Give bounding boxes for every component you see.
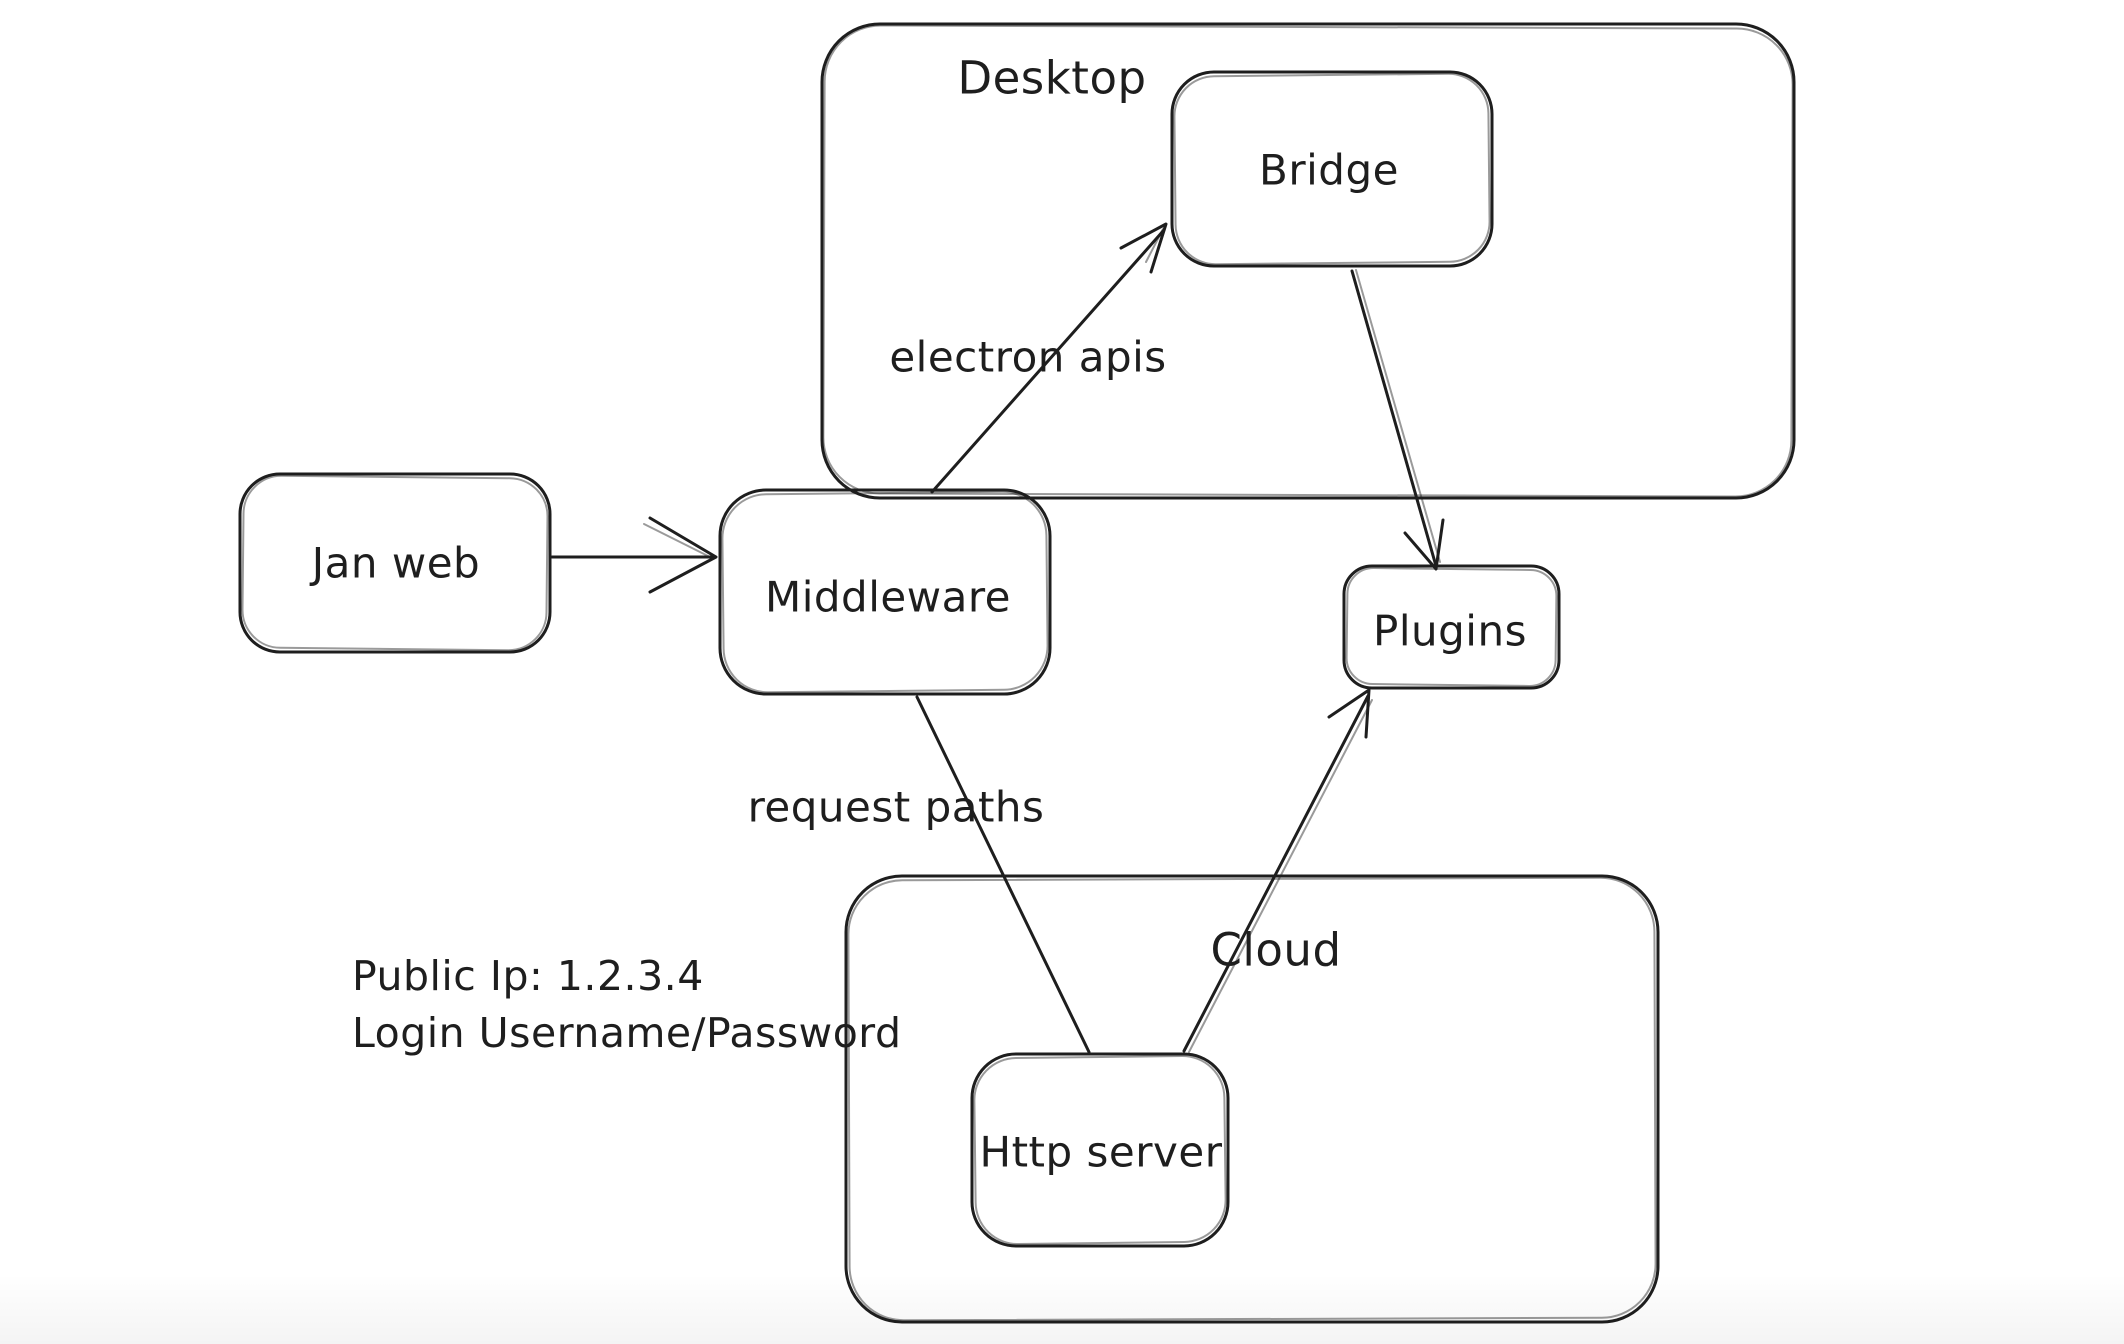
jan-web-outline-sketch [241, 474, 549, 652]
edge-janweb-to-middleware-arrowhead [648, 516, 718, 594]
http-server-outline-sketch [973, 1054, 1227, 1246]
http-server-node-box[interactable] [970, 1052, 1230, 1248]
bridge-node-box[interactable] [1170, 70, 1494, 268]
plugins-node-box[interactable] [1342, 564, 1561, 690]
bridge-outline-sketch [1173, 72, 1491, 266]
http-server-outline [970, 1052, 1230, 1248]
edge-middleware-to-httpserver-shaft [915, 695, 1091, 1054]
plugins-node-label: Plugins [1373, 606, 1527, 656]
edge-httpserver-to-plugins-shaft [1182, 694, 1370, 1053]
edge-middleware-to-httpserver[interactable] [915, 695, 1091, 1054]
edge-janweb-to-middleware[interactable] [550, 516, 718, 594]
middleware-node-box[interactable] [718, 488, 1052, 696]
edge-janweb-to-middleware-arrowhead-sketch [643, 523, 709, 557]
edge-middleware-to-bridge-shaft [930, 228, 1166, 494]
plugins-outline [1342, 564, 1561, 690]
jan-web-node-box[interactable] [238, 472, 552, 654]
jan-web-node-label: Jan web [311, 538, 481, 588]
electron-apis-edge-label[interactable]: electron apis [889, 332, 1167, 382]
edge-httpserver-to-plugins-arrowhead [1327, 688, 1371, 739]
middleware-node-label: Middleware [764, 572, 1012, 622]
edge-middleware-to-bridge-arrowhead-sketch [1145, 228, 1164, 263]
edge-middleware-to-bridge-arrowhead [1119, 222, 1168, 274]
public-ip-line: Public Ip: 1.2.3.4 [352, 952, 704, 1000]
request-paths-edge-label[interactable]: request paths [747, 782, 1045, 832]
edge-bridge-to-plugins-shaft-sketch [1355, 269, 1441, 563]
bridge-node-label: Bridge [1259, 145, 1399, 195]
bridge-outline [1170, 70, 1494, 268]
desktop-container-outline [820, 22, 1796, 500]
server-credentials-note[interactable]: Public Ip: 1.2.3.4 Login Username/Passwo… [352, 948, 901, 1062]
jan-web-outline [238, 472, 552, 654]
cloud-container-label: Cloud [1210, 923, 1342, 977]
edge-bridge-to-plugins-shaft [1350, 269, 1438, 568]
middleware-outline [718, 488, 1052, 696]
edge-bridge-to-plugins-arrowhead [1403, 518, 1445, 571]
cloud-container-box[interactable] [844, 874, 1660, 1324]
edge-httpserver-to-plugins[interactable] [1182, 688, 1373, 1053]
edge-httpserver-to-plugins-shaft-sketch [1188, 699, 1373, 1053]
cloud-container-outline-sketch [847, 876, 1657, 1322]
middleware-outline-sketch [721, 490, 1049, 694]
desktop-container-box[interactable] [820, 22, 1796, 500]
edge-bridge-to-plugins[interactable] [1350, 269, 1445, 571]
desktop-container-label: Desktop [957, 51, 1147, 105]
desktop-container-outline-sketch [822, 24, 1794, 498]
cloud-container-outline [844, 874, 1660, 1324]
login-line: Login Username/Password [352, 1009, 902, 1057]
http-server-node-label: Http server [979, 1127, 1223, 1177]
plugins-outline-sketch [1345, 567, 1558, 687]
edge-middleware-to-bridge[interactable] [930, 222, 1168, 494]
